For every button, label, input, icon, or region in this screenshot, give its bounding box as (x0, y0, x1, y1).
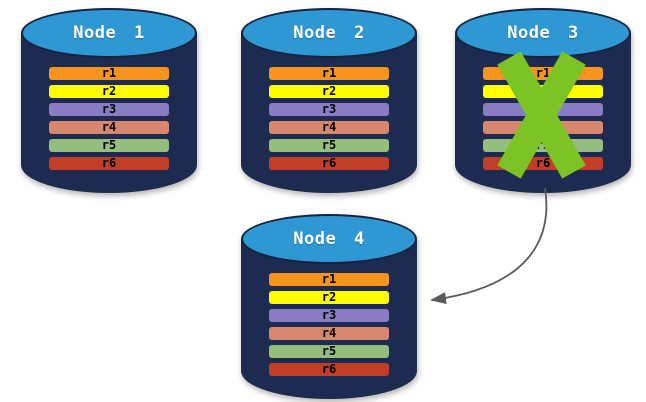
cylinder-top: Node 2 (241, 8, 417, 58)
cylinder-top: Node 4 (241, 214, 417, 264)
replica-bar-r5: r5 (269, 139, 389, 152)
replica-bar-r6: r6 (269, 157, 389, 170)
node-title: Node 1 (73, 23, 145, 43)
replica-bar-r2: r2 (269, 291, 389, 304)
replica-bar-r1: r1 (49, 67, 169, 80)
node-2: Node 2 r1 r2 r3 r4 r5 r6 (241, 8, 417, 193)
replica-bar-r5: r5 (269, 345, 389, 358)
replica-bar-r4: r4 (269, 327, 389, 340)
replica-bar-r5: r5 (49, 139, 169, 152)
replica-bar-r3: r3 (269, 103, 389, 116)
replica-stack: r1 r2 r3 r4 r5 r6 (49, 67, 169, 175)
node-title: Node 3 (507, 23, 579, 43)
node-3: Node 3 r1 r2 r3 r4 r5 r6 (455, 8, 631, 193)
replica-stack: r1 r2 r3 r4 r5 r6 (269, 273, 389, 381)
node-4: Node 4 r1 r2 r3 r4 r5 r6 (241, 214, 417, 399)
node-title: Node 4 (293, 229, 365, 249)
replica-stack: r1 r2 r3 r4 r5 r6 (269, 67, 389, 175)
cylinder-top: Node 1 (21, 8, 197, 58)
failure-x-icon (497, 51, 586, 179)
replica-bar-r4: r4 (49, 121, 169, 134)
node-title: Node 2 (293, 23, 365, 43)
replica-bar-r3: r3 (49, 103, 169, 116)
node-1: Node 1 r1 r2 r3 r4 r5 r6 (21, 8, 197, 193)
replica-bar-r6: r6 (49, 157, 169, 170)
cylinder-top: Node 3 (455, 8, 631, 58)
replica-bar-r2: r2 (49, 85, 169, 98)
replica-bar-r1: r1 (269, 273, 389, 286)
replica-bar-r3: r3 (269, 309, 389, 322)
replica-bar-r4: r4 (269, 121, 389, 134)
arrow-curve (430, 187, 548, 305)
replica-bar-r6: r6 (269, 363, 389, 376)
replica-bar-r1: r1 (269, 67, 389, 80)
replica-bar-r2: r2 (269, 85, 389, 98)
